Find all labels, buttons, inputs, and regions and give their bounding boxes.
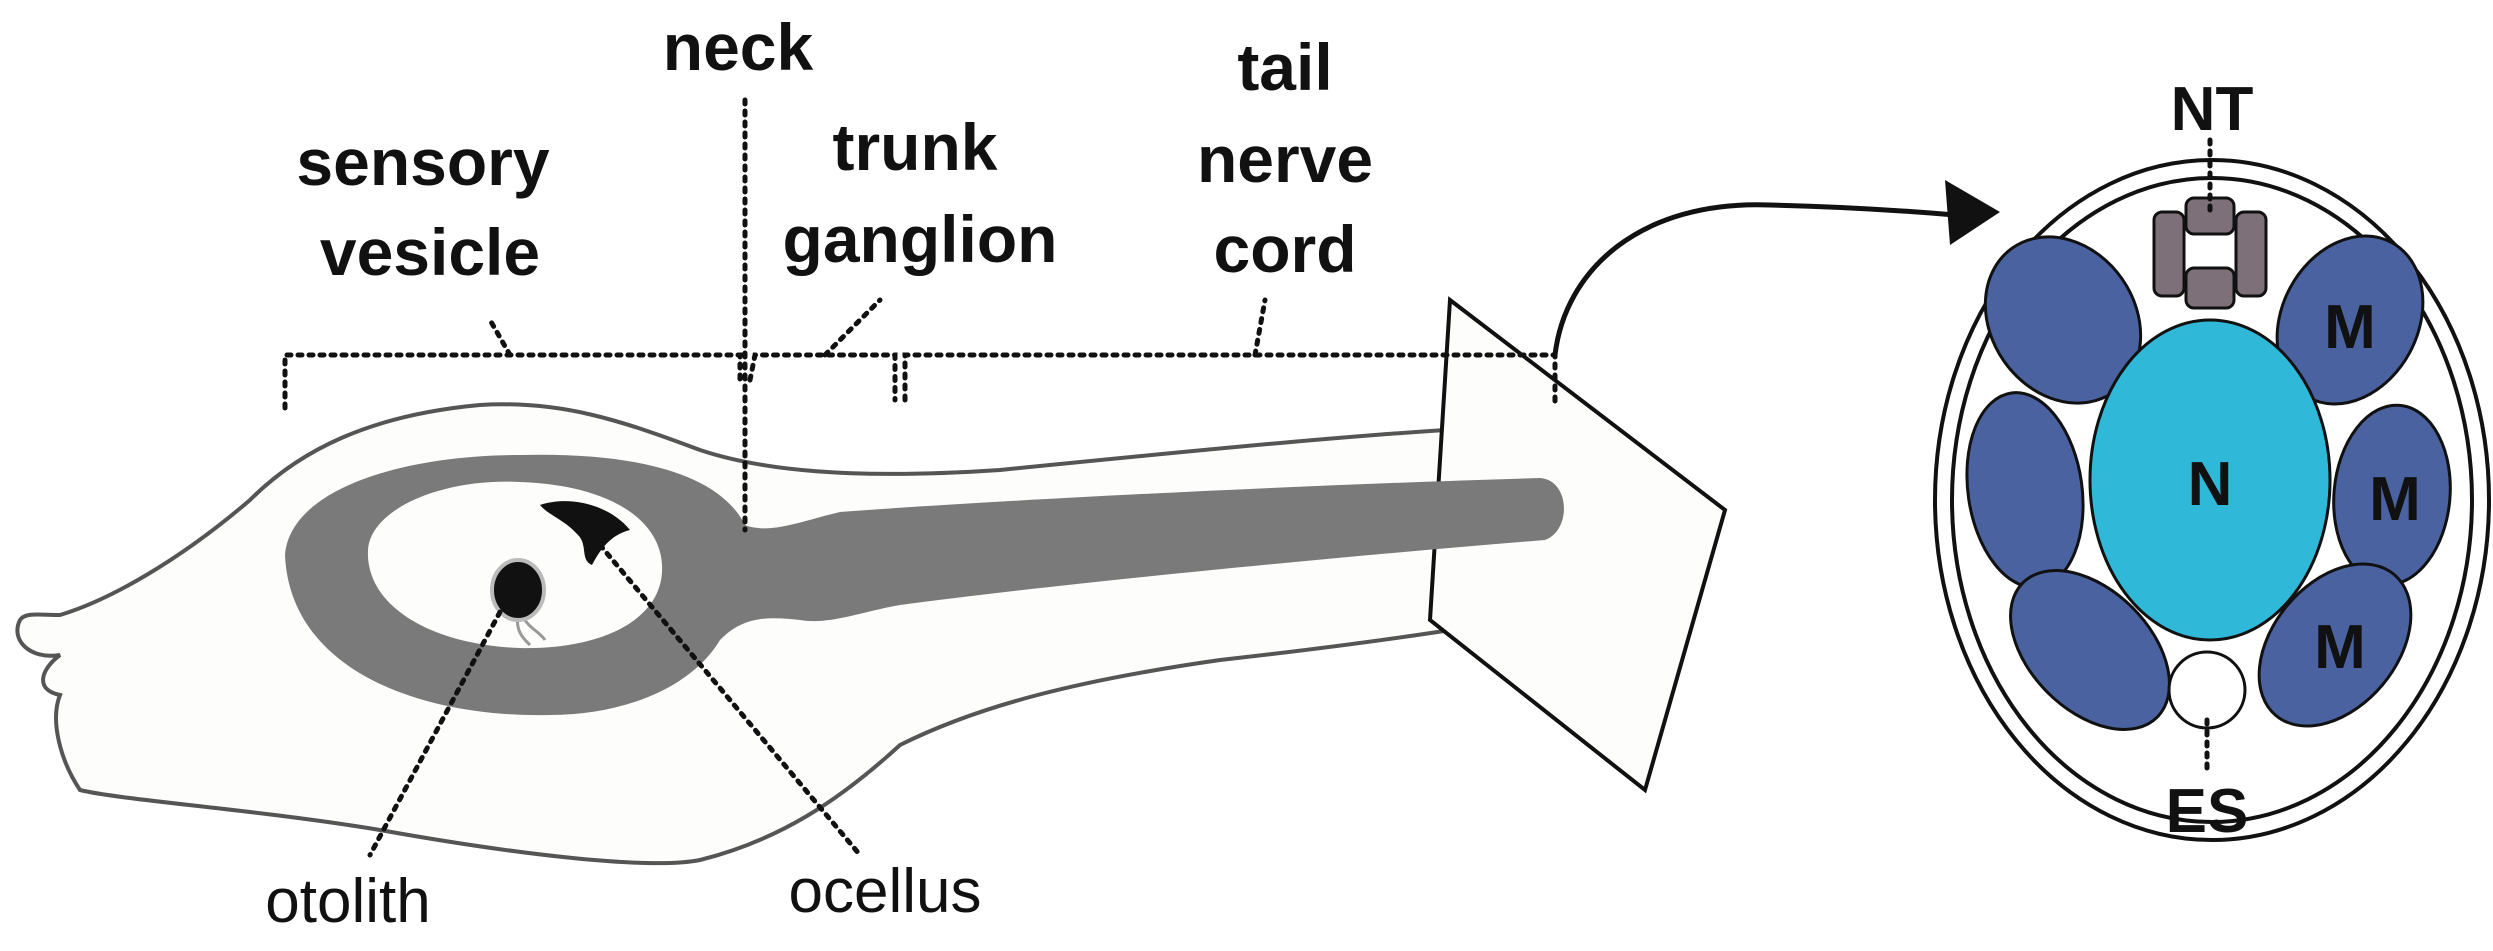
muscle-cell: [2009, 569, 2171, 731]
otolith-leader: [367, 609, 503, 858]
label-m-2: M: [2369, 465, 2421, 534]
label-otolith: otolith: [265, 867, 430, 936]
label-nt: NT: [2171, 75, 2254, 144]
label-m-3: M: [2314, 613, 2366, 682]
label-ocellus: ocellus: [789, 857, 982, 926]
label-sensory: sensory: [296, 125, 549, 199]
label-ganglion: ganglion: [783, 202, 1058, 276]
otolith-structure: [490, 558, 547, 647]
nt-cells: [2152, 196, 2268, 310]
label-neck: neck: [663, 10, 814, 84]
region-brackets: [282, 97, 1558, 533]
es-cell: [2167, 650, 2247, 730]
label-m-1: M: [2324, 293, 2376, 362]
nervous-system: [285, 454, 1564, 716]
ocellus-structure: [540, 501, 630, 565]
section-arrow: [1552, 180, 2000, 356]
larva-body: [15, 402, 1595, 866]
label-tail: tail: [1237, 30, 1332, 104]
nerve-cord-section: [2088, 318, 2332, 642]
label-es: ES: [2166, 777, 2249, 846]
tail-cross-section: NT N M M M ES: [1933, 75, 2491, 846]
ocellus-leader: [597, 542, 863, 858]
label-n: N: [2188, 450, 2233, 519]
label-nerve: nerve: [1197, 122, 1373, 196]
label-trunk: trunk: [833, 110, 998, 184]
label-vesicle: vesicle: [320, 215, 540, 289]
muscle-cell: [2257, 562, 2413, 728]
label-cord: cord: [1213, 212, 1356, 286]
